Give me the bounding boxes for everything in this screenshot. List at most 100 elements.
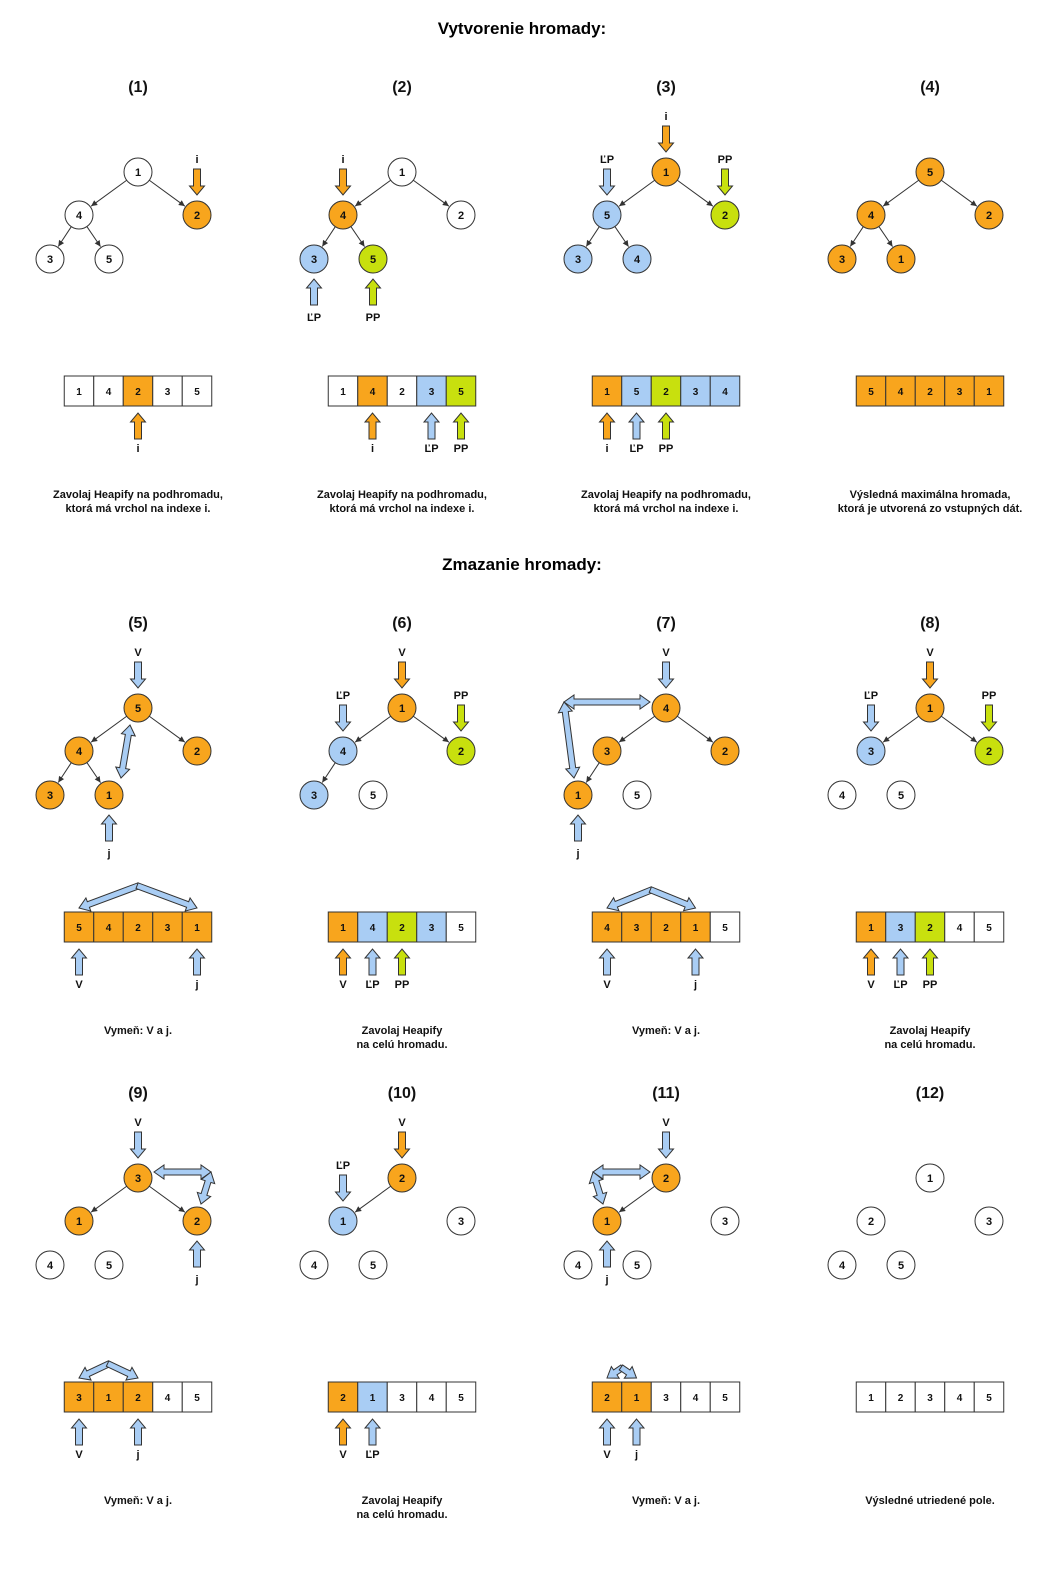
swap-arrow-icon	[114, 724, 137, 779]
tree-node-value: 5	[370, 254, 376, 266]
array-cell-value: 4	[370, 387, 376, 398]
tree-node-circle	[358, 1250, 388, 1280]
array-cell-value: 5	[458, 387, 464, 398]
swap-arrow-segment	[78, 1360, 112, 1381]
up-arrow-icon	[363, 948, 382, 976]
build-section-title: Vytvorenie hromady:	[438, 19, 606, 38]
tree-node-value: 3	[311, 790, 317, 802]
tree-node: 1	[592, 1206, 622, 1236]
array-cell-box	[181, 375, 213, 407]
pointer-label: V	[398, 1117, 406, 1129]
pointer-label: ĽP	[600, 154, 614, 166]
pointer-label: ĽP	[424, 443, 438, 455]
tree-pointer-pp: PP	[452, 690, 470, 732]
swap-arrow-segment	[588, 1171, 608, 1205]
array-cell-box	[416, 375, 447, 407]
array-cell: 3	[63, 1381, 95, 1413]
tree-pointer-v: V	[129, 647, 147, 689]
array-cell-box	[973, 375, 1005, 407]
panel-caption: na celú hromadu.	[356, 1509, 447, 1521]
tree-node-value: 3	[839, 254, 845, 266]
array-pointer-v: V	[334, 948, 352, 991]
swap-arrow-icon	[78, 1360, 139, 1381]
array-pointer-lp: ĽP	[891, 948, 910, 991]
tree-edge-head	[178, 200, 185, 207]
tree-edge-head	[355, 200, 362, 207]
array-pointer-j: j	[686, 948, 705, 991]
tree-node-circle	[446, 200, 476, 230]
tree-node-circle	[592, 736, 622, 766]
tree-edge	[413, 715, 450, 743]
tree-node: 5	[123, 693, 153, 723]
tree-node: 4	[64, 736, 94, 766]
pointer-label: V	[75, 1449, 83, 1461]
array-cell-value: 2	[663, 923, 669, 934]
swap-arrow-segment	[592, 1164, 651, 1180]
tree-node-circle	[915, 693, 945, 723]
array-cell-value: 3	[898, 923, 904, 934]
tree-node: 4	[64, 200, 94, 230]
array-cell-value: 5	[986, 923, 992, 934]
pointer-label: ĽP	[864, 690, 878, 702]
panel-label: (11)	[652, 1085, 680, 1102]
tree-node-value: 2	[722, 210, 728, 222]
tree-node: 1	[387, 157, 417, 187]
array-cell: 5	[445, 911, 477, 943]
pointer-label: ĽP	[629, 443, 643, 455]
tree-node-value: 4	[76, 210, 83, 222]
pointer-label: V	[134, 647, 142, 659]
array-cell: 4	[944, 911, 975, 943]
tree-edge-head	[619, 200, 626, 207]
panel-caption: ktorá má vrchol na indexe i.	[594, 503, 739, 515]
panel-label: (3)	[656, 79, 676, 96]
tree-node-value: 3	[986, 1216, 992, 1228]
tree-node-value: 5	[898, 790, 904, 802]
tree-edge	[941, 179, 978, 207]
tree-node: 2	[974, 200, 1004, 230]
swap-arrow-segment	[78, 882, 141, 912]
tree-node-circle	[886, 244, 916, 274]
pointer-label: ĽP	[365, 1449, 379, 1461]
down-arrow-icon	[334, 168, 352, 196]
array-cell-box	[650, 375, 682, 407]
array-cell-value: 2	[399, 923, 405, 934]
array-cell-value: 5	[722, 1393, 728, 1404]
array-cell-value: 4	[165, 1393, 171, 1404]
pointer-label: PP	[454, 443, 469, 455]
tree-node: 1	[915, 1163, 945, 1193]
tree-edge-head	[619, 1206, 626, 1213]
panel-label: (5)	[128, 615, 148, 632]
tree-node-circle	[974, 736, 1004, 766]
tree-node: 1	[387, 693, 417, 723]
array-cell: 2	[327, 1381, 359, 1413]
tree-node: 2	[710, 200, 740, 230]
array-cell-box	[591, 375, 623, 407]
array-cell-value: 1	[106, 1393, 112, 1404]
tree-node-circle	[94, 244, 124, 274]
down-arrow-icon	[393, 661, 411, 689]
tree-pointer-j: j	[100, 814, 118, 860]
array-cell-box	[445, 375, 477, 407]
tree-node-circle	[35, 780, 65, 810]
array-cell-box	[621, 375, 652, 407]
tree-edge	[149, 179, 186, 207]
array-cell-value: 3	[399, 1393, 405, 1404]
tree-node-circle	[563, 1250, 593, 1280]
array-cell-box	[445, 911, 477, 943]
down-arrow-icon	[129, 661, 147, 689]
tree-node-value: 3	[135, 1173, 141, 1185]
array-cell-box	[621, 911, 652, 943]
pointer-label: V	[603, 1449, 611, 1461]
tree-pointer-pp: PP	[980, 690, 998, 732]
up-arrow-icon	[422, 412, 441, 440]
tree-node: 3	[563, 244, 593, 274]
up-arrow-icon	[393, 948, 411, 976]
tree-node: 4	[299, 1250, 329, 1280]
array-cell-box	[650, 911, 682, 943]
tree-node: 2	[856, 1206, 886, 1236]
tree-node-value: 1	[575, 790, 581, 802]
